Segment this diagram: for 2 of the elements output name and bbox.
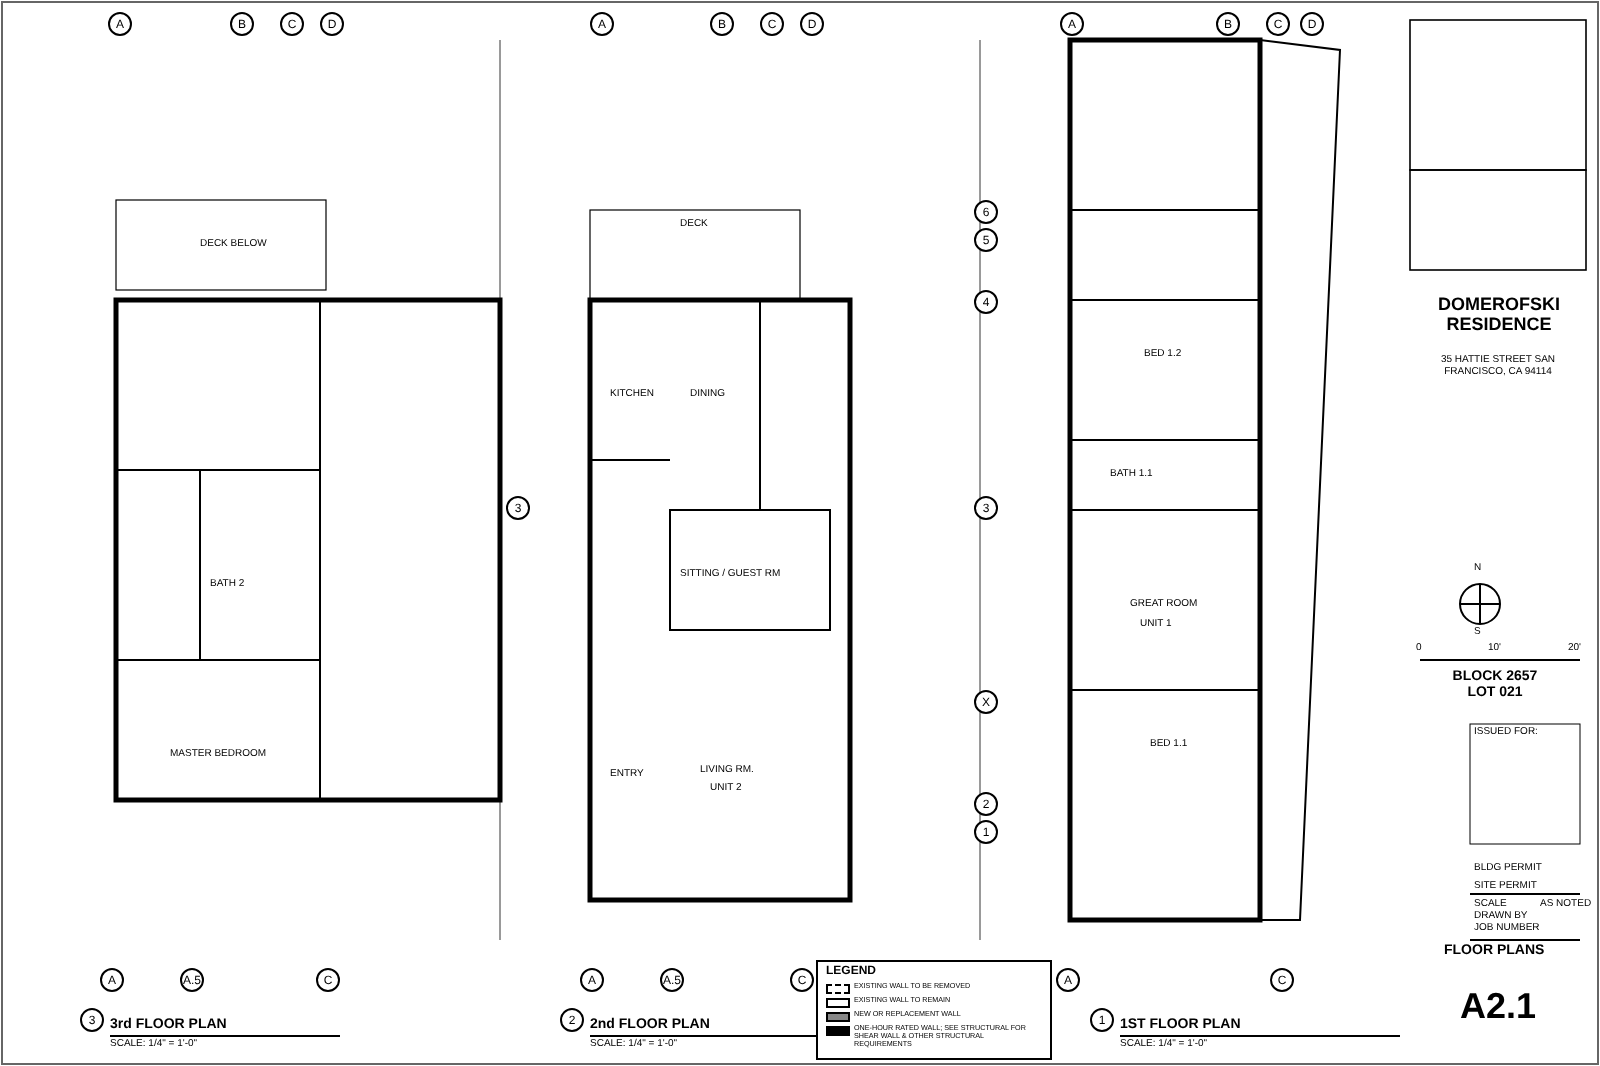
project-title: DOMEROFSKI RESIDENCE xyxy=(1435,296,1562,336)
sheet-number: A2.1 xyxy=(1460,988,1537,1028)
